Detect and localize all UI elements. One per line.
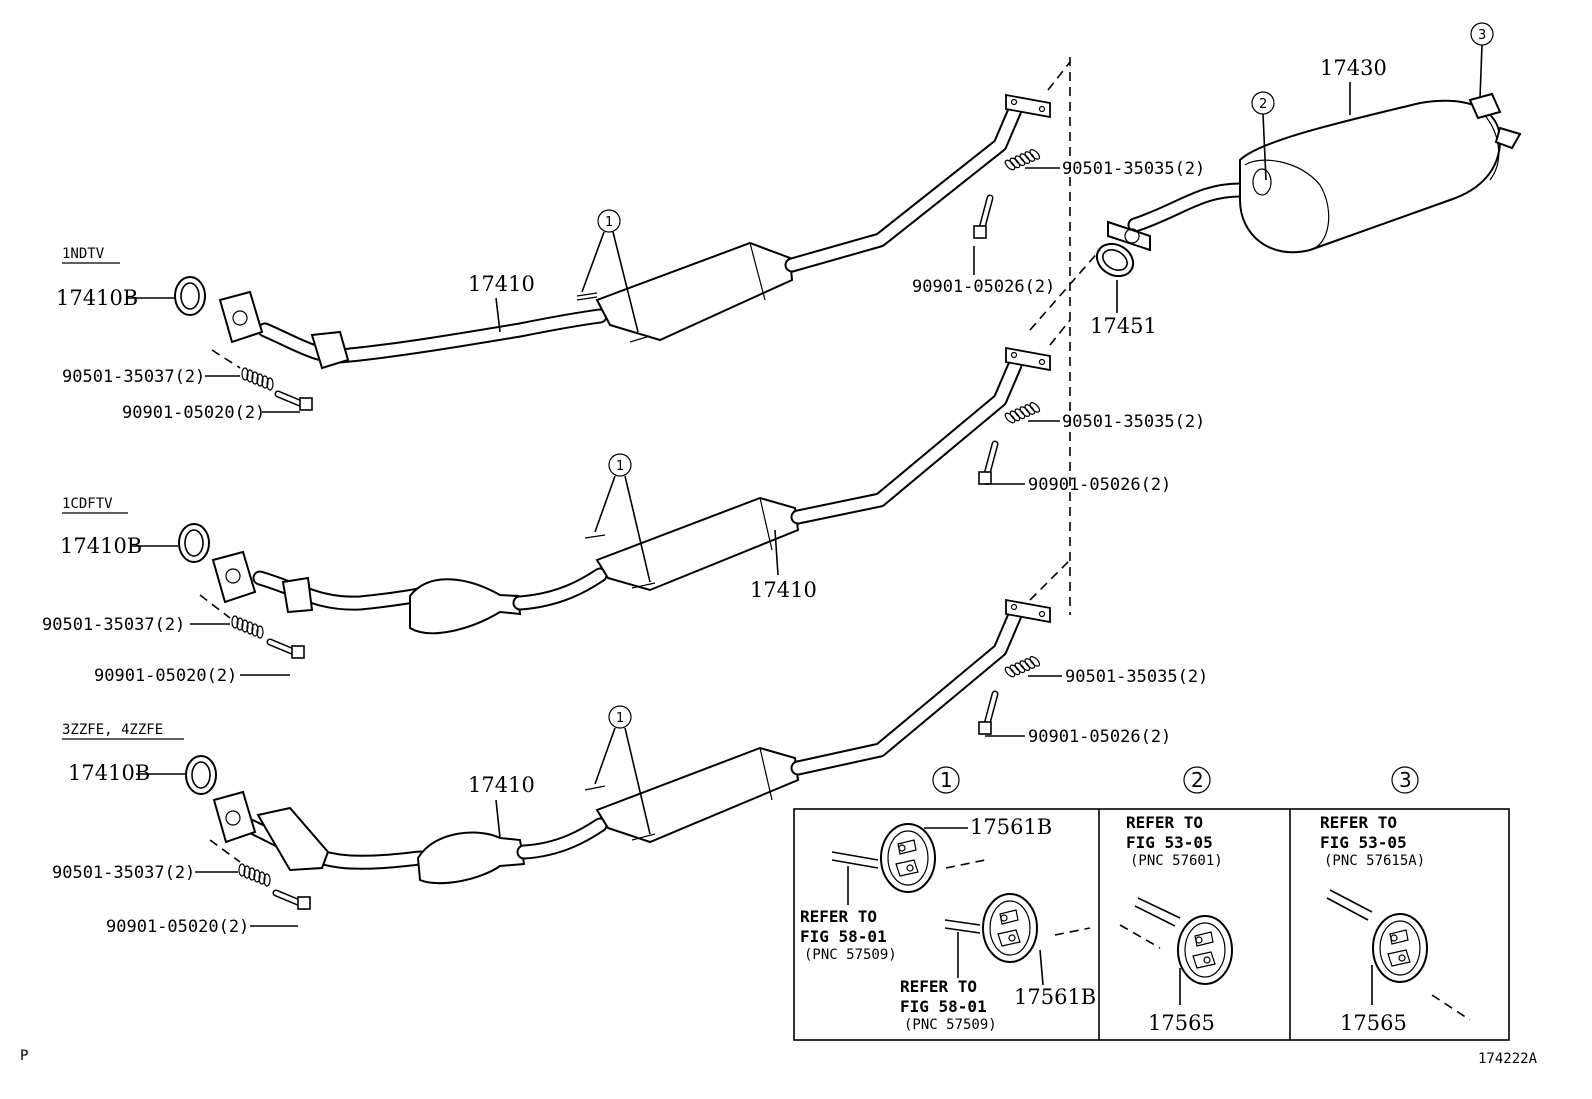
part-spring-row3: 90501-35037(2) xyxy=(52,863,195,883)
svg-text:3: 3 xyxy=(1399,768,1412,792)
part-bolt-rear-row3: 90901-05026(2) xyxy=(1028,727,1171,747)
part-bolt-row2: 90901-05020(2) xyxy=(94,666,237,686)
svg-text:3: 3 xyxy=(1478,28,1486,43)
detail-17561b-bottom: 17561B xyxy=(1014,985,1096,1009)
fig-53-05-3: FIG 53-05 xyxy=(1320,833,1407,852)
part-17430: 17430 xyxy=(1320,56,1387,80)
detail-callout-2 xyxy=(1183,766,1211,794)
part-bolt-rear-row1: 90901-05026(2) xyxy=(912,277,1055,297)
fig-58-01-1b: FIG 58-01 xyxy=(900,997,987,1016)
detail-17561b-top: 17561B xyxy=(970,815,1052,839)
refer-to-1a: REFER TO xyxy=(800,907,877,926)
part-bolt-row3: 90901-05020(2) xyxy=(106,917,249,937)
pnc-57509-1a: (PNC 57509) xyxy=(804,947,897,963)
callout-1-row2 xyxy=(608,453,632,477)
svg-text:2: 2 xyxy=(1259,97,1267,112)
hanger-detail-box xyxy=(793,808,1510,1041)
detail-callout-1 xyxy=(932,766,960,794)
svg-text:1: 1 xyxy=(940,768,953,792)
part-spring-row1: 90501-35037(2) xyxy=(62,367,205,387)
fig-53-05-2: FIG 53-05 xyxy=(1126,833,1213,852)
detail-17565-2: 17565 xyxy=(1148,1011,1215,1035)
engine-label-3zzfe-4zzfe: 3ZZFE, 4ZZFE xyxy=(62,722,163,738)
svg-text:2: 2 xyxy=(1191,768,1204,792)
part-spring-rear-row1: 90501-35035(2) xyxy=(1062,159,1205,179)
part-17410b-row2: 17410B xyxy=(60,534,142,558)
footer-p: P xyxy=(20,1048,28,1064)
engine-label-1cdftv: 1CDFTV xyxy=(62,496,113,512)
part-spring-rear-row3: 90501-35035(2) xyxy=(1065,667,1208,687)
pnc-57615a: (PNC 57615A) xyxy=(1324,853,1425,869)
svg-text:1: 1 xyxy=(616,459,624,474)
callout-1-row3 xyxy=(608,705,632,729)
part-bolt-rear-row2: 90901-05026(2) xyxy=(1028,475,1171,495)
part-bolt-row1: 90901-05020(2) xyxy=(122,403,265,423)
pnc-57601: (PNC 57601) xyxy=(1130,853,1223,869)
svg-text:1: 1 xyxy=(616,711,624,726)
pnc-57509-1b: (PNC 57509) xyxy=(904,1017,997,1033)
part-17410-row3: 17410 xyxy=(468,773,535,797)
part-17451: 17451 xyxy=(1090,314,1157,338)
part-17410-row1: 17410 xyxy=(468,272,535,296)
detail-callout-3 xyxy=(1391,766,1419,794)
part-spring-row2: 90501-35037(2) xyxy=(42,615,185,635)
fig-58-01-1a: FIG 58-01 xyxy=(800,927,887,946)
svg-text:1: 1 xyxy=(605,215,613,230)
part-17410-row2: 17410 xyxy=(750,578,817,602)
refer-to-3: REFER TO xyxy=(1320,813,1397,832)
part-spring-rear-row2: 90501-35035(2) xyxy=(1062,412,1205,432)
refer-to-1b: REFER TO xyxy=(900,977,977,996)
part-17410b-row1: 17410B xyxy=(56,286,138,310)
refer-to-2: REFER TO xyxy=(1126,813,1203,832)
detail-17565-3: 17565 xyxy=(1340,1011,1407,1035)
part-17410b-row3: 17410B xyxy=(68,761,150,785)
callout-1-row1 xyxy=(597,209,621,233)
engine-label-1ndtv: 1NDTV xyxy=(62,246,105,262)
diagram-code: 174222A xyxy=(1478,1051,1538,1067)
